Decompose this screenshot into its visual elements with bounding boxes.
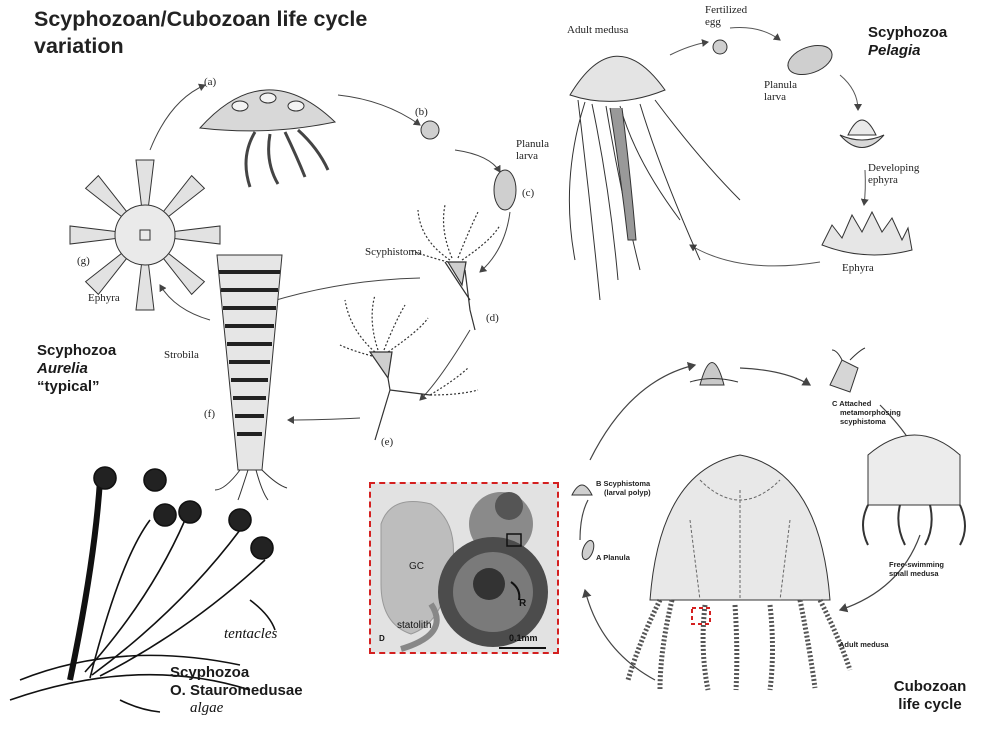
stage-letter-b: (b) — [415, 106, 428, 118]
aurelia-cycle — [150, 85, 510, 420]
cubozoan-adult-medusa-label: Adult medusa — [839, 640, 889, 649]
arrow-a-to-b — [338, 95, 420, 125]
pelagia-developing-ephyra-label: Developing ephyra — [868, 162, 919, 186]
cubozoan-attached-line3: scyphistoma — [832, 417, 901, 426]
aurelia-medusa-drawing — [200, 90, 335, 187]
inset-scale-label: 0.1mm — [509, 633, 538, 643]
pelagia-group-genus: Pelagia — [868, 42, 947, 60]
inset-gc-label: GC — [409, 561, 424, 572]
cubozoan-group-label: Cubozoan life cycle — [876, 678, 984, 714]
cubozoan-adult-medusa-drawing — [628, 455, 850, 690]
aurelia-ephyra-drawing — [70, 160, 220, 310]
aurelia-egg-drawing — [421, 121, 439, 139]
arrow-f-to-g — [160, 285, 210, 320]
stage-letter-e: (e) — [381, 436, 393, 448]
arrow-c-to-d — [480, 212, 510, 272]
arrow-g-to-a — [150, 85, 205, 150]
pelagia-planula-label-line2: larva — [764, 91, 797, 103]
aurelia-planula-drawing — [494, 170, 516, 210]
cubozoan-attached-label: C Attached metamorphosing scyphistoma — [832, 399, 901, 426]
cubozoan-scyphistoma-line1: B Scyphistoma — [596, 479, 651, 488]
inset-panel-letter: D — [379, 634, 385, 643]
stage-letter-a: (a) — [204, 76, 216, 88]
pelagia-planula-label-line1: Planula — [764, 79, 797, 91]
cubozoan-scyphistoma-drawing — [572, 485, 592, 495]
cubozoan-group-line1: Cubozoan — [876, 678, 984, 696]
cubozoan-attached-line1: C Attached — [832, 399, 901, 408]
cubozoan-planula-drawing — [580, 539, 596, 561]
algae-label: algae — [190, 700, 223, 717]
cubozoan-attached-drawing — [830, 348, 865, 392]
aurelia-planula-label-line1: Planula — [516, 138, 549, 150]
pelagia-group-class: Scyphozoa — [868, 24, 947, 42]
inset-r-label: R — [519, 598, 526, 609]
tentacles-label: tentacles — [224, 626, 277, 643]
cubozoan-polyp-top-drawing — [690, 363, 738, 386]
pelagia-egg-label: Fertilized egg — [705, 4, 747, 28]
aurelia-group-class: Scyphozoa — [37, 342, 116, 360]
pelagia-planula-label: Planula larva — [764, 79, 797, 103]
aurelia-strobila-drawing — [215, 255, 287, 500]
cubozoan-small-medusa-drawing — [863, 435, 965, 545]
pelagia-developing-ephyra-drawing — [840, 120, 884, 148]
pelagia-ephyra-label: Ephyra — [842, 262, 874, 274]
aurelia-ephyra-label: Ephyra — [88, 292, 120, 304]
pelagia-developing-label-line1: Developing — [868, 162, 919, 174]
stage-letter-d: (d) — [486, 312, 499, 324]
arrow-d-to-e — [420, 330, 470, 400]
stauromedusae-group-order: O. Stauromedusae — [170, 682, 303, 700]
cubozoan-free-swimming-line1: Free-swimming — [889, 560, 944, 569]
pelagia-group-label: Scyphozoa Pelagia — [868, 24, 947, 60]
stage-letter-f: (f) — [204, 408, 215, 420]
pelagia-egg-drawing — [713, 40, 727, 54]
pelagia-medusa-drawing — [569, 56, 740, 300]
pelagia-egg-label-line2: egg — [705, 16, 747, 28]
inset-statolith-label: statolith — [397, 620, 431, 631]
aurelia-group-note: “typical” — [37, 378, 116, 396]
pelagia-developing-label-line2: ephyra — [868, 174, 919, 186]
cubozoan-planula-label: A Planula — [596, 553, 630, 562]
aurelia-group-label: Scyphozoa Aurelia “typical” — [37, 342, 116, 396]
cubozoan-scyphistoma-label: B Scyphistoma (larval polyp) — [596, 479, 651, 497]
arrow-b-to-c — [455, 150, 500, 172]
statolith-inset: GC R statolith D 0.1mm — [369, 482, 559, 654]
pelagia-egg-label-line1: Fertilized — [705, 4, 747, 16]
aurelia-planula-label: Planula larva — [516, 138, 549, 162]
cubozoan-scyphistoma-line2: (larval polyp) — [596, 488, 651, 497]
aurelia-group-genus: Aurelia — [37, 360, 116, 378]
aurelia-budding-drawing — [340, 295, 478, 440]
stauromedusae-group-class: Scyphozoa — [170, 664, 303, 682]
stage-letter-c: (c) — [522, 187, 534, 199]
cubozoan-group-line2: life cycle — [876, 696, 984, 714]
cubozoan-free-swimming-line2: small medusa — [889, 569, 944, 578]
stage-letter-g: (g) — [77, 255, 90, 267]
pelagia-adult-medusa-label: Adult medusa — [567, 24, 628, 36]
pelagia-planula-drawing — [784, 40, 836, 80]
aurelia-planula-label-line2: larva — [516, 150, 549, 162]
cubozoan-free-swimming-label: Free-swimming small medusa — [889, 560, 944, 578]
stauromedusae-group-label: Scyphozoa O. Stauromedusae — [170, 664, 303, 700]
pelagia-ephyra-drawing — [822, 212, 912, 255]
aurelia-strobila-label: Strobila — [164, 349, 199, 361]
arrow-e-to-f — [288, 418, 360, 420]
aurelia-scyphistoma-label: Scyphistoma — [365, 246, 422, 258]
cubozoan-attached-line2: metamorphosing — [832, 408, 901, 417]
